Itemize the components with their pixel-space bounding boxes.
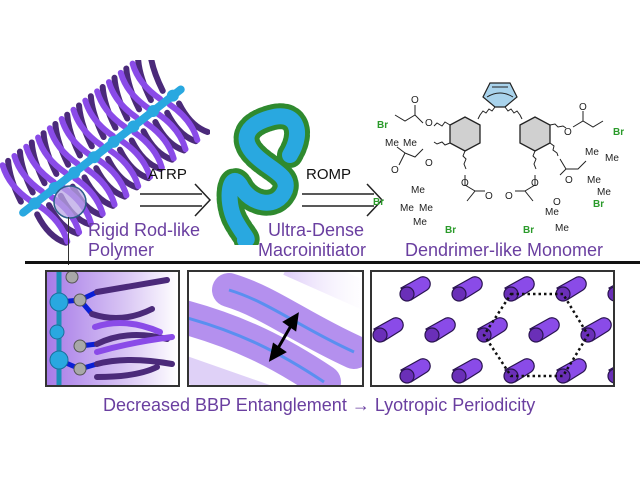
me-label: Me <box>585 147 599 158</box>
romp-label: ROMP <box>306 166 351 183</box>
o-label: O <box>425 158 433 169</box>
cylinder-lattice <box>372 276 613 384</box>
monomer-label: Dendrimer-like Monomer <box>405 240 604 260</box>
o-label: O <box>485 191 493 202</box>
br-label: Br <box>613 127 625 138</box>
me-label: Me <box>411 185 425 196</box>
br-label: Br <box>445 225 457 236</box>
zoom-callout-line <box>68 217 69 265</box>
me-label: Me <box>555 223 569 234</box>
me-label: Me <box>545 207 559 218</box>
o-label: O <box>579 102 587 113</box>
macroinitiator-illustration <box>215 100 315 245</box>
atrp-arrow <box>138 180 213 220</box>
o-label: O <box>505 191 513 202</box>
me-label: Me <box>403 138 417 149</box>
o-label: O <box>411 95 419 106</box>
br-label: Br <box>373 197 385 208</box>
br-label: Br <box>377 120 389 131</box>
me-label: Me <box>419 203 433 214</box>
o-label: O <box>461 178 469 189</box>
bottom-caption: Decreased BBP Entanglement → Lyotropic P… <box>103 395 536 415</box>
o-label: O <box>553 197 561 208</box>
rigid-rod-polymer-illustration <box>0 60 210 250</box>
o-label: O <box>391 165 399 176</box>
me-label: Me <box>605 153 619 164</box>
br-label: Br <box>523 225 535 236</box>
o-label: O <box>565 175 573 186</box>
me-label: Me <box>385 138 399 149</box>
me-label: Me <box>400 203 414 214</box>
atrp-label: ATRP <box>148 166 187 183</box>
o-label: O <box>425 118 433 129</box>
me-label: Me <box>413 217 427 228</box>
rod-polymer-label-line1: Rigid Rod-like <box>88 220 201 240</box>
macroinitiator-label-line1: Ultra-Dense <box>268 220 365 240</box>
romp-arrow <box>300 180 385 220</box>
section-divider <box>25 261 640 264</box>
dendrimer-monomer-structure: O O Br Me Me O O Br Me Me O O Me Me Br O… <box>355 75 640 245</box>
rod-polymer-label-line2: Polymer <box>88 240 155 260</box>
panel-hexagonal-packing <box>370 270 615 387</box>
br-label: Br <box>593 199 605 210</box>
me-label: Me <box>597 187 611 198</box>
macroinitiator-label-line2: Macroinitiator <box>258 240 367 260</box>
spacing-double-arrow-icon <box>268 312 299 362</box>
hexagon-unit-cell <box>482 292 590 378</box>
me-label: Me <box>587 175 601 186</box>
panel-brush-spacing <box>187 270 364 387</box>
panel-side-chain-detail <box>45 270 180 387</box>
o-label: O <box>564 127 572 138</box>
o-label: O <box>531 178 539 189</box>
